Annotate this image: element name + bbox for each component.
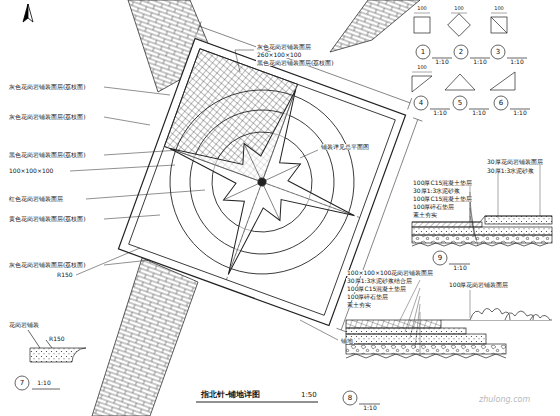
annotation-label: 灰色花岗岩铺装面层 [256, 44, 312, 50]
callout-number: 1:10 [362, 405, 377, 411]
callout-number: 1:10 [471, 110, 486, 116]
callout-number: 1:10 [472, 59, 487, 65]
callout-number: 1:10 [434, 59, 449, 65]
annotation-label: 100厚花岗岩铺装面层 [448, 282, 509, 288]
annotation-label: 红色花岗岩铺装面层 [8, 196, 64, 202]
annotation-label: 30厚1:3水泥砂浆结合层 [346, 278, 413, 284]
annotation-label: 铺地 [340, 338, 354, 344]
annotation-label: 100厚C15混凝土垫层 [412, 196, 473, 202]
callout-number: 1:10 [36, 380, 51, 386]
callout-number: 5 [457, 100, 463, 107]
annotation-label: R150 [56, 272, 74, 278]
callout-number: 1:10 [509, 59, 524, 65]
callout-number: 1:10 [512, 110, 527, 116]
annotation-label: 黑色花岗岩铺装面层(荔枝面) [8, 152, 87, 158]
annotation-label: 100厚C15混凝土垫层 [412, 180, 473, 186]
annotation-label: 灰色花岗岩铺装面层(荔枝面) [8, 262, 87, 268]
annotation-label: 100厚碎石垫层 [412, 204, 455, 210]
callout-number: 100 [493, 6, 505, 11]
annotation-label: 30厚花岗岩铺装面层 [486, 159, 544, 165]
callout-number: 4 [418, 100, 424, 107]
annotation-label: 灰色花岗岩铺装面层(荔枝面) [8, 84, 87, 90]
callout-number: 1:10 [432, 110, 447, 116]
annotation-label: 100×100×100 [8, 168, 54, 174]
watermark: zhulong.com [478, 396, 531, 404]
annotation-label: R150 [48, 336, 66, 342]
annotation-label: 素土夯实 [346, 302, 372, 308]
callout-number: 8 [347, 395, 353, 402]
annotation-label: 花岗岩铺装 [8, 322, 40, 328]
callout-number: 1 [420, 49, 426, 56]
annotation-label: 30厚1:3水泥砂浆 [486, 168, 535, 174]
callout-number: 6 [498, 100, 504, 107]
annotation-label: 100×100×100花岗岩铺装面层 [346, 270, 434, 276]
annotation-label: 260×100×100 [256, 52, 302, 58]
callout-number: 9 [437, 255, 443, 262]
callout-number: 7 [19, 380, 25, 387]
callout-number: 2 [458, 49, 464, 56]
callout-number: 100 [416, 65, 428, 70]
annotation-label: 30厚1:3水泥砂浆 [412, 188, 461, 194]
annotation-label: 1:50 [300, 392, 318, 399]
annotation-label: 100厚碎石垫层 [346, 294, 389, 300]
annotation-label: 铺装详见总平面图 [320, 144, 370, 150]
callout-number: 3 [495, 49, 501, 56]
annotation-label: 素土夯实 [412, 212, 438, 218]
drawing-title: 指北针-铺地详图 [200, 391, 261, 399]
callout-number: 100 [453, 6, 465, 11]
annotation-label: 黄色花岗岩铺装面层(荔枝面) [8, 216, 87, 222]
annotation-label: 100厚C15混凝土垫层 [346, 286, 407, 292]
callout-number: 100 [416, 6, 428, 11]
annotation-label: 灰色花岗岩铺装面层(荔枝面) [8, 114, 87, 120]
annotation-label: 黑色花岗岩铺装面层(荔枝面) [256, 60, 335, 66]
callout-number: 1:10 [452, 265, 467, 271]
